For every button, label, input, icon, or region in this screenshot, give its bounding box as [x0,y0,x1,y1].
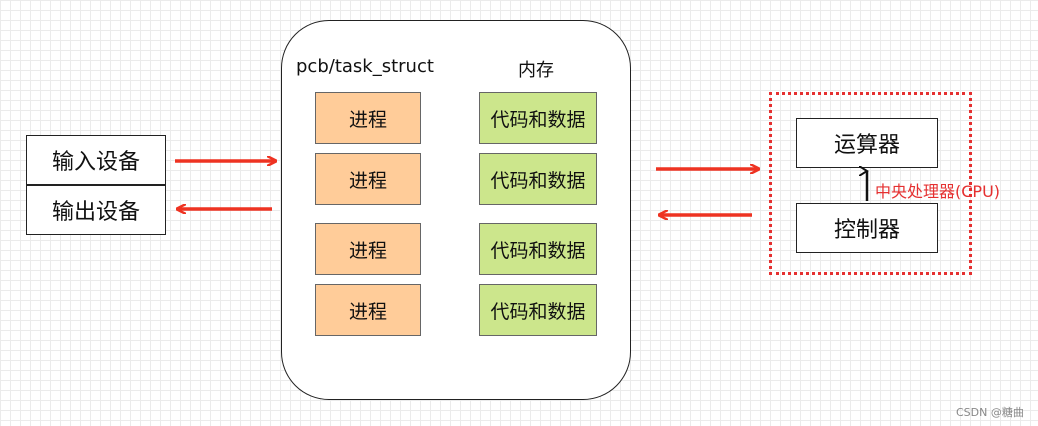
process-box: 进程 [315,223,421,275]
alu-label: 运算器 [833,133,900,158]
code-data-box: 代码和数据 [479,284,597,336]
watermark: CSDN @糖曲 [956,406,1024,419]
process-label: 进程 [348,300,387,323]
pcb-title: pcb/task_struct [296,56,434,77]
code-data-label: 代码和数据 [490,108,586,131]
output-device-label: 输出设备 [51,200,140,225]
controller-label: 控制器 [833,218,900,243]
controller-box: 控制器 [796,203,938,253]
memory-container [281,20,631,400]
cpu-boundary [769,92,972,275]
input-device-label: 输入设备 [51,150,140,175]
code-data-label: 代码和数据 [490,239,586,262]
process-box: 进程 [315,284,421,336]
process-box: 进程 [315,153,421,205]
code-data-label: 代码和数据 [490,300,586,323]
process-label: 进程 [348,108,387,131]
alu-box: 运算器 [796,118,938,168]
cpu-label: 中央处理器(CPU) [875,182,1001,201]
code-data-label: 代码和数据 [490,169,586,192]
memory-title: 内存 [518,60,554,81]
process-label: 进程 [348,169,387,192]
code-data-box: 代码和数据 [479,92,597,144]
process-label: 进程 [348,239,387,262]
input-device-box: 输入设备 [26,135,166,185]
code-data-box: 代码和数据 [479,153,597,205]
code-data-box: 代码和数据 [479,223,597,275]
process-box: 进程 [315,92,421,144]
output-device-box: 输出设备 [26,185,166,235]
